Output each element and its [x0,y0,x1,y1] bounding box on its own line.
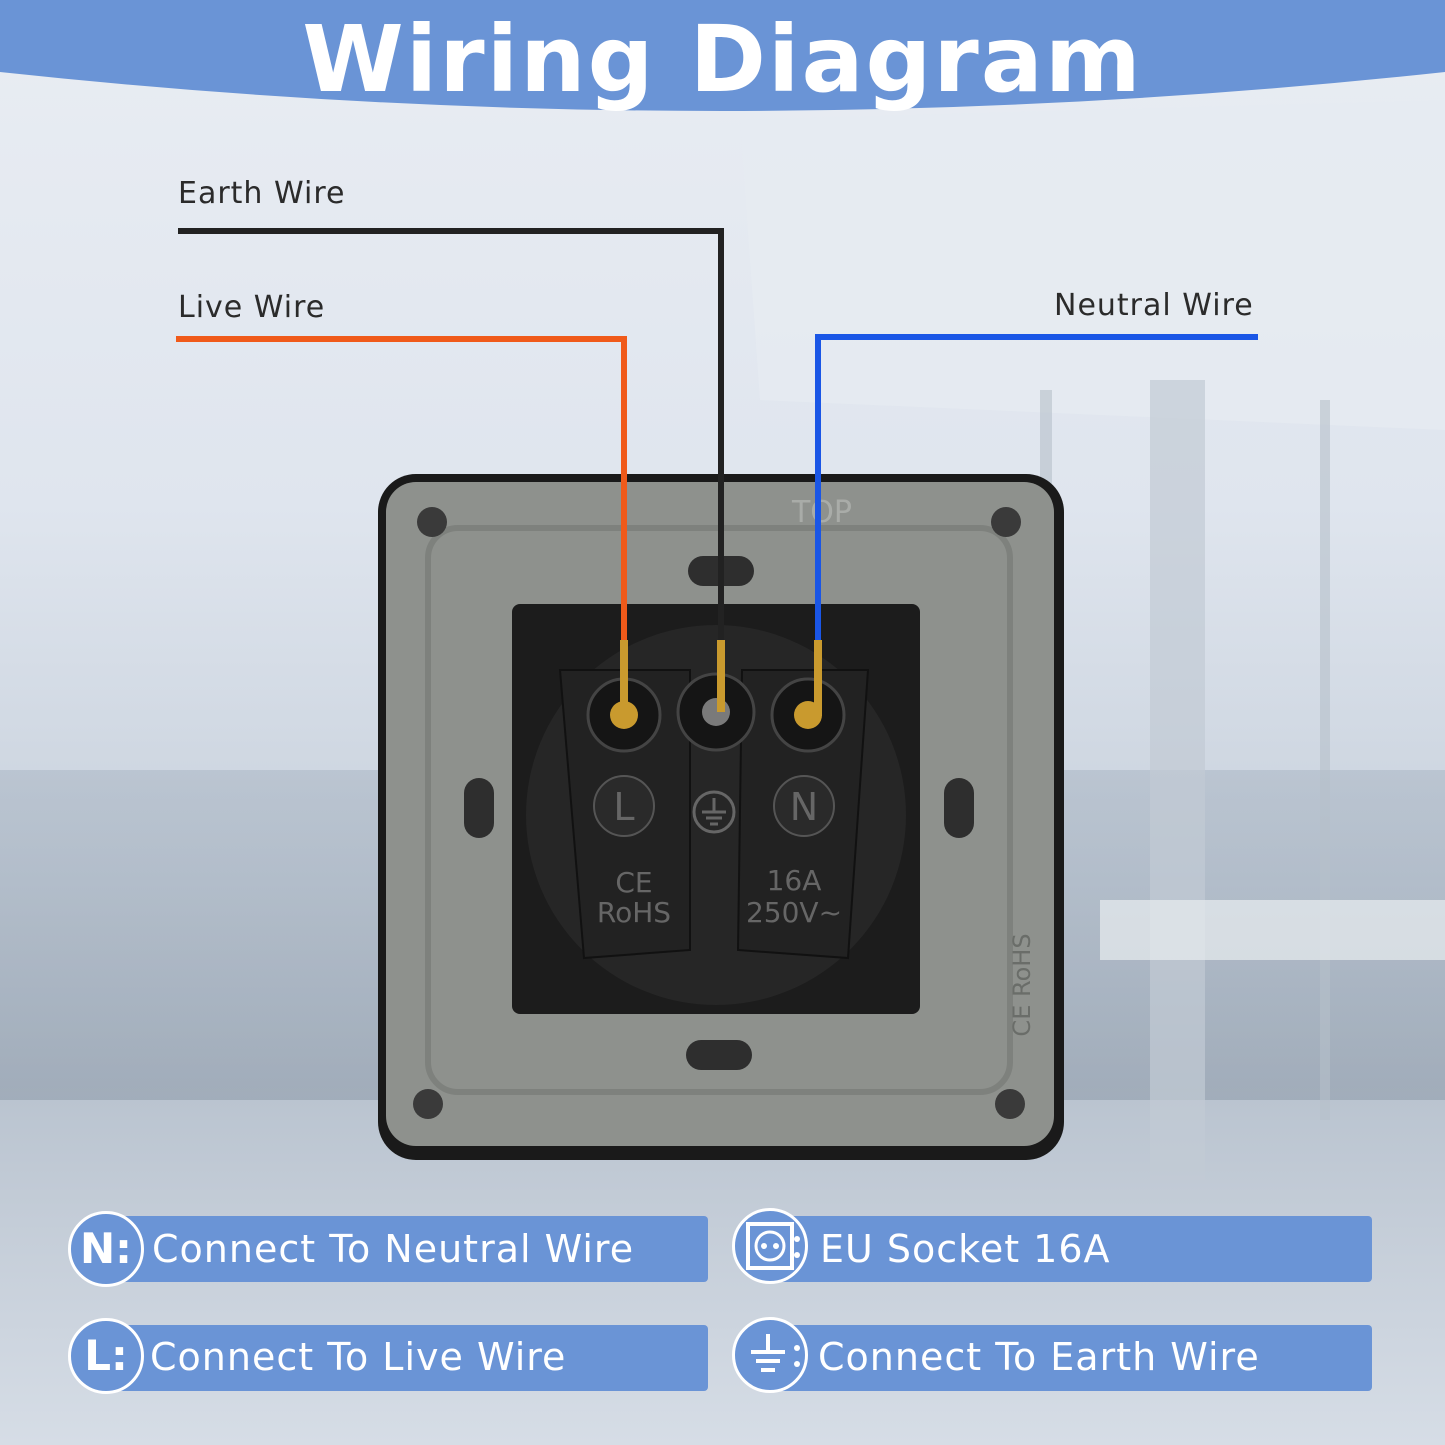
ce-mark: CE [615,866,652,899]
legend-earth [772,1325,1372,1391]
eu-socket-icon [732,1208,808,1284]
live-wire [176,336,627,665]
live-wire-label: Live Wire [178,290,326,325]
screw-hole [995,1089,1025,1119]
mount-slot [686,1040,752,1070]
window-pillar [1150,380,1205,1180]
ceiling [740,100,1445,430]
title-banner [0,0,1445,111]
rating-current: 16A [767,864,822,897]
earth-wire [178,228,724,670]
neutral-wire-copper [814,640,822,716]
neutral-terminal-mark [773,775,835,837]
legend-eu-socket [772,1216,1372,1282]
earth-wire-copper [717,640,725,712]
top-mark: TOP [791,495,852,530]
earth-terminal-metal [702,698,730,726]
window-frame [1320,400,1330,1120]
legend-neutral-key: N: [68,1211,144,1287]
live-terminal-letter: L [613,785,634,829]
earth-wire-label: Earth Wire [178,176,346,211]
legend-live [108,1325,708,1391]
legend-eu-socket-text: EU Socket 16A [820,1227,1111,1271]
earth-symbol-icon [692,790,736,834]
neutral-terminal-letter: N [790,785,818,829]
neutral-wire-label: Neutral Wire [1054,288,1254,323]
legend-earth-text: Connect To Earth Wire [818,1335,1260,1379]
live-terminal-mark [593,775,655,837]
rating-voltage: 250V~ [746,896,842,929]
neutral-wire [815,334,1258,665]
legend-live-key: L: [68,1318,144,1394]
screw-hole [991,507,1021,537]
screw-hole [413,1089,443,1119]
rohs-mark: RoHS [597,896,671,929]
earth-ground-icon [732,1317,808,1393]
mount-slot [464,778,494,838]
mount-slot [944,778,974,838]
sofa [1100,900,1445,960]
legend-neutral-text: Connect To Neutral Wire [152,1227,635,1271]
page-title: Wiring Diagram [302,6,1143,113]
legend-live-text: Connect To Live Wire [150,1335,567,1379]
side-mark: CE RoHS [1008,933,1036,1036]
live-wire-copper [620,640,628,716]
legend-neutral [108,1216,708,1282]
screw-hole [417,507,447,537]
